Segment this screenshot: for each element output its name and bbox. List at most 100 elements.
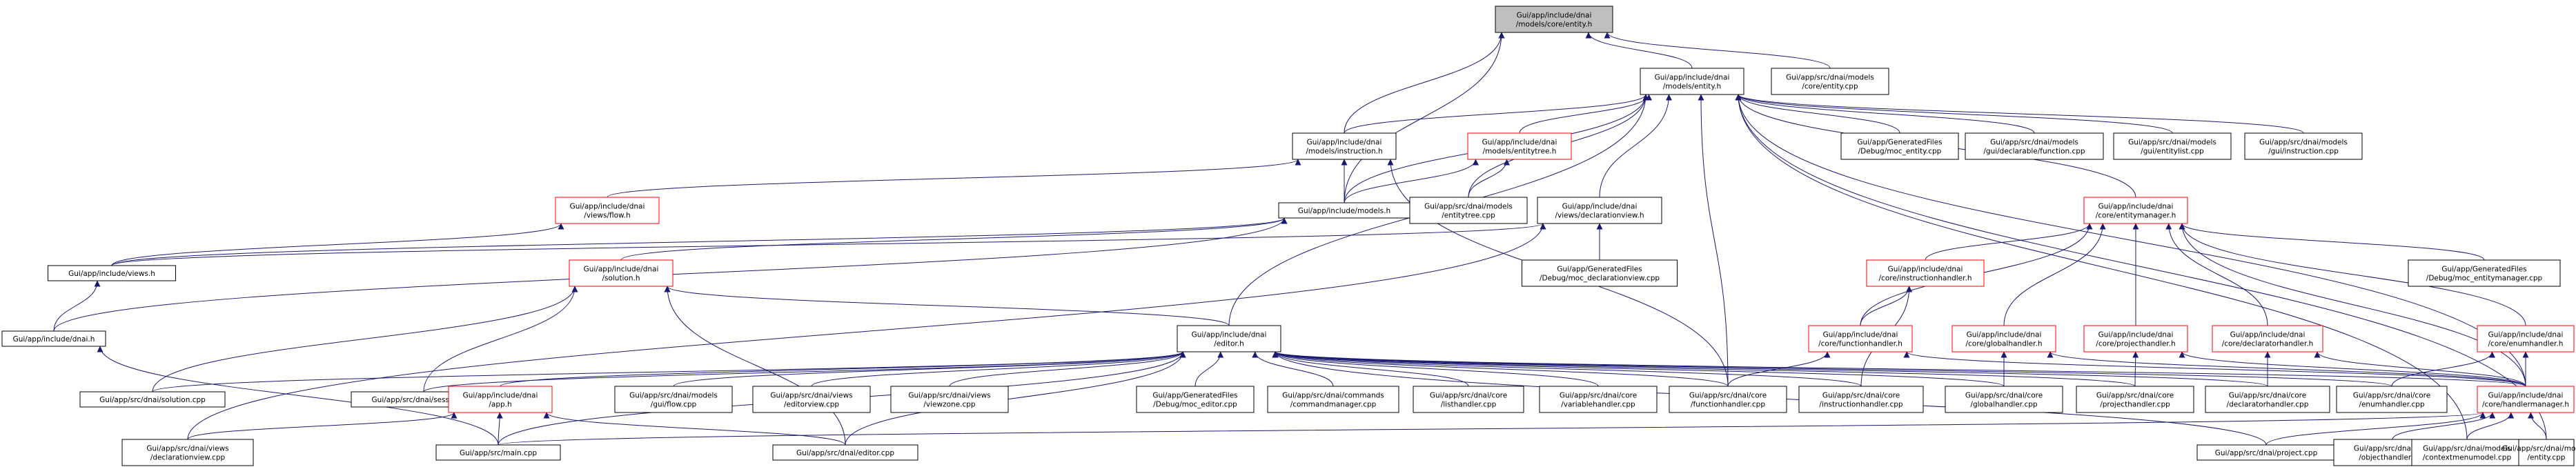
node-globalhandler-cpp[interactable]: Gui/app/src/dnai/core/globalhandler.cpp xyxy=(1945,386,2063,413)
node-globalhandler-h[interactable]: Gui/app/include/dnai/core/globalhandler.… xyxy=(1951,325,2056,352)
node-declarationview-h[interactable]: Gui/app/include/dnai/views/declarationvi… xyxy=(1537,197,1662,224)
node-box xyxy=(1177,325,1281,352)
edge-instruction-h-to-root xyxy=(1344,32,1505,134)
node-gui-entitylist-cpp[interactable]: Gui/app/src/dnai/models/gui/entitylist.c… xyxy=(2113,132,2232,160)
node-box xyxy=(2408,259,2561,287)
node-editorview-cpp[interactable]: Gui/app/src/dnai/views/editorview.cpp xyxy=(752,386,871,413)
node-label: /enumhandler.cpp xyxy=(2359,401,2424,409)
node-listhandler-cpp[interactable]: Gui/app/src/dnai/core/listhandler.cpp xyxy=(1413,386,1524,413)
node-gui-flow-cpp[interactable]: Gui/app/src/dnai/models/gui/flow.cpp xyxy=(614,386,733,413)
node-box xyxy=(2518,439,2575,466)
edge-models-h-to-entitytree-h xyxy=(1344,159,1479,203)
node-box xyxy=(2212,325,2323,352)
node-dnai-h[interactable]: Gui/app/include/dnai.h xyxy=(1,330,106,347)
node-moc-entity-cpp[interactable]: Gui/app/GeneratedFiles/Debug/moc_entity.… xyxy=(1840,132,1959,160)
edge-functionhandler-cpp-to-models-entity-h xyxy=(1698,94,1729,387)
node-label: Gui/app/include/dnai xyxy=(1967,331,2042,339)
node-box xyxy=(2083,197,2188,224)
edge-handlermanager-h-to-declaratorhandler-h xyxy=(2314,351,2526,387)
node-entitymanager-h[interactable]: Gui/app/include/dnai/core/entitymanager.… xyxy=(2083,197,2188,224)
node-box xyxy=(1409,197,1528,224)
node-projecthandler-h[interactable]: Gui/app/include/dnai/core/projecthandler… xyxy=(2083,325,2188,352)
node-solution-cpp[interactable]: Gui/app/src/dnai/solution.cpp xyxy=(79,391,226,408)
node-label: /core/declaratorhandler.h xyxy=(2222,340,2314,348)
edge-globalhandler-h-to-entitymanager-h xyxy=(2003,223,2106,326)
node-label: Gui/app/src/dnai/models xyxy=(2502,445,2576,453)
node-instructionhandler-h[interactable]: Gui/app/include/dnai/core/instructionhan… xyxy=(1866,259,1985,287)
node-handlermanager-h[interactable]: Gui/app/include/dnai/core/handlermanager… xyxy=(2477,386,2575,413)
node-label: Gui/app/include/dnai xyxy=(1655,74,1730,82)
node-box xyxy=(1840,132,1959,160)
node-label: Gui/app/src/dnai/solution.cpp xyxy=(99,396,206,404)
node-label: Gui/app/src/main.cpp xyxy=(460,449,537,457)
node-box xyxy=(1495,6,1613,33)
edge-views-h-to-views-flow-h xyxy=(111,223,564,266)
node-models-entity-h[interactable]: Gui/app/include/dnai/models/entity.h xyxy=(1640,68,1744,95)
node-entitytree-h[interactable]: Gui/app/include/dnai/models/entitytree.h xyxy=(1467,132,1572,160)
node-moc-declarationview-cpp[interactable]: Gui/app/GeneratedFiles/Debug/moc_declara… xyxy=(1522,259,1678,287)
node-label: Gui/app/src/dnai/core xyxy=(1822,392,1900,400)
node-solution-h[interactable]: Gui/app/include/dnai/solution.h xyxy=(569,259,674,287)
edge-moc-entity-cpp-to-models-entity-h xyxy=(1735,94,1900,134)
node-variablehandler-cpp[interactable]: Gui/app/src/dnai/core/variablehandler.cp… xyxy=(1539,386,1658,413)
node-label: /instructionhandler.cpp xyxy=(1819,401,1902,409)
node-functionhandler-h[interactable]: Gui/app/include/dnai/core/functionhandle… xyxy=(1808,325,1913,352)
edge-app-h-to-editor-h xyxy=(500,351,1186,387)
node-instructionhandler-cpp[interactable]: Gui/app/src/dnai/core/instructionhandler… xyxy=(1798,386,1924,413)
node-enumhandler-cpp[interactable]: Gui/app/src/dnai/core/enumhandler.cpp xyxy=(2336,386,2448,413)
node-commandmanager-cpp[interactable]: Gui/app/src/dnai/commands/commandmanager… xyxy=(1267,386,1399,413)
node-label: Gui/app/src/dnai/models xyxy=(2128,139,2216,147)
node-label: Gui/app/include/dnai xyxy=(1307,139,1382,147)
node-label: Gui/app/include/dnai xyxy=(463,392,538,400)
edge-handlermanager-h-to-entitymanager-h xyxy=(2179,223,2526,387)
node-label: /app.h xyxy=(489,401,511,409)
node-instruction-h[interactable]: Gui/app/include/dnai/models/instruction.… xyxy=(1292,132,1397,160)
edge-models-h-to-root xyxy=(1344,32,1505,203)
node-gui-declarable-function-cpp[interactable]: Gui/app/src/dnai/models/gui/declarable/f… xyxy=(1965,132,2104,160)
node-root[interactable]: Gui/app/include/dnai/models/core/entity.… xyxy=(1495,6,1613,33)
node-declaratorhandler-cpp[interactable]: Gui/app/src/dnai/core/declaratorhandler.… xyxy=(2205,386,2330,413)
node-declaratorhandler-h[interactable]: Gui/app/include/dnai/core/declaratorhand… xyxy=(2212,325,2323,352)
node-views-declarationview-cpp[interactable]: Gui/app/src/dnai/views/declarationview.c… xyxy=(121,439,254,466)
node-project-cpp[interactable]: Gui/app/src/dnai/project.cpp xyxy=(2196,444,2336,461)
node-label: Gui/app/src/dnai/views xyxy=(146,445,228,453)
node-box xyxy=(2477,325,2575,352)
edge-views-h-to-declarationview-h xyxy=(111,223,1546,266)
node-views-flow-h[interactable]: Gui/app/include/dnai/views/flow.h xyxy=(555,197,660,224)
node-label: /declarationview.cpp xyxy=(150,454,226,462)
edge-layer xyxy=(53,32,2547,446)
edge-handlermanager-h-to-editor-h xyxy=(1272,351,2526,387)
node-editor-cpp[interactable]: Gui/app/src/dnai/editor.cpp xyxy=(772,444,918,461)
node-label: /models/entitytree.h xyxy=(1483,148,1557,156)
node-views-h[interactable]: Gui/app/include/views.h xyxy=(48,265,176,281)
node-label: /Debug/moc_entity.cpp xyxy=(1858,148,1942,156)
node-main-cpp[interactable]: Gui/app/src/main.cpp xyxy=(435,444,561,461)
node-box xyxy=(1136,386,1255,413)
node-box xyxy=(752,386,871,413)
node-label: /entity.cpp xyxy=(2528,454,2566,462)
edge-commandmanager-cpp-to-editor-h xyxy=(1252,351,1334,387)
node-label: Gui/app/include/dnai xyxy=(2098,331,2174,339)
node-viewzone-cpp[interactable]: Gui/app/src/dnai/views/viewzone.cpp xyxy=(890,386,1009,413)
node-label: /views/declarationview.h xyxy=(1555,212,1644,220)
node-entitytree-cpp[interactable]: Gui/app/src/dnai/models/entitytree.cpp xyxy=(1409,197,1528,224)
node-box xyxy=(2083,325,2188,352)
node-models-entity-cpp[interactable]: Gui/app/src/dnai/models/entity.cpp xyxy=(2502,439,2576,466)
node-functionhandler-cpp[interactable]: Gui/app/src/dnai/core/functionhandler.cp… xyxy=(1669,386,1787,413)
node-box xyxy=(2477,386,2575,413)
node-projecthandler-cpp[interactable]: Gui/app/src/dnai/core/projecthandler.cpp xyxy=(2076,386,2194,413)
node-editor-h[interactable]: Gui/app/include/dnai/editor.h xyxy=(1177,325,1281,352)
node-box xyxy=(1467,132,1572,160)
edge-functionhandler-cpp-to-functionhandler-h xyxy=(1727,351,1831,387)
node-moc-entitymanager-cpp[interactable]: Gui/app/GeneratedFiles/Debug/moc_entitym… xyxy=(2408,259,2561,287)
node-label: /viewzone.cpp xyxy=(923,401,976,409)
node-app-h[interactable]: Gui/app/include/dnai/app.h xyxy=(448,386,553,413)
node-box xyxy=(1413,386,1524,413)
node-box xyxy=(2076,386,2194,413)
node-models-h[interactable]: Gui/app/include/models.h xyxy=(1278,202,1410,219)
node-enumhandler-h[interactable]: Gui/app/include/dnai/core/enumhandler.h xyxy=(2477,325,2575,352)
node-gui-instruction-cpp[interactable]: Gui/app/src/dnai/models/gui/instruction.… xyxy=(2244,132,2363,160)
node-src-core-entity-cpp[interactable]: Gui/app/src/dnai/models/core/entity.cpp xyxy=(1771,68,1889,95)
node-contextmenumodel-cpp[interactable]: Gui/app/src/dnai/models/contextmenumodel… xyxy=(2411,439,2523,466)
node-moc-editor-cpp[interactable]: Gui/app/GeneratedFiles/Debug/moc_editor.… xyxy=(1136,386,1255,413)
